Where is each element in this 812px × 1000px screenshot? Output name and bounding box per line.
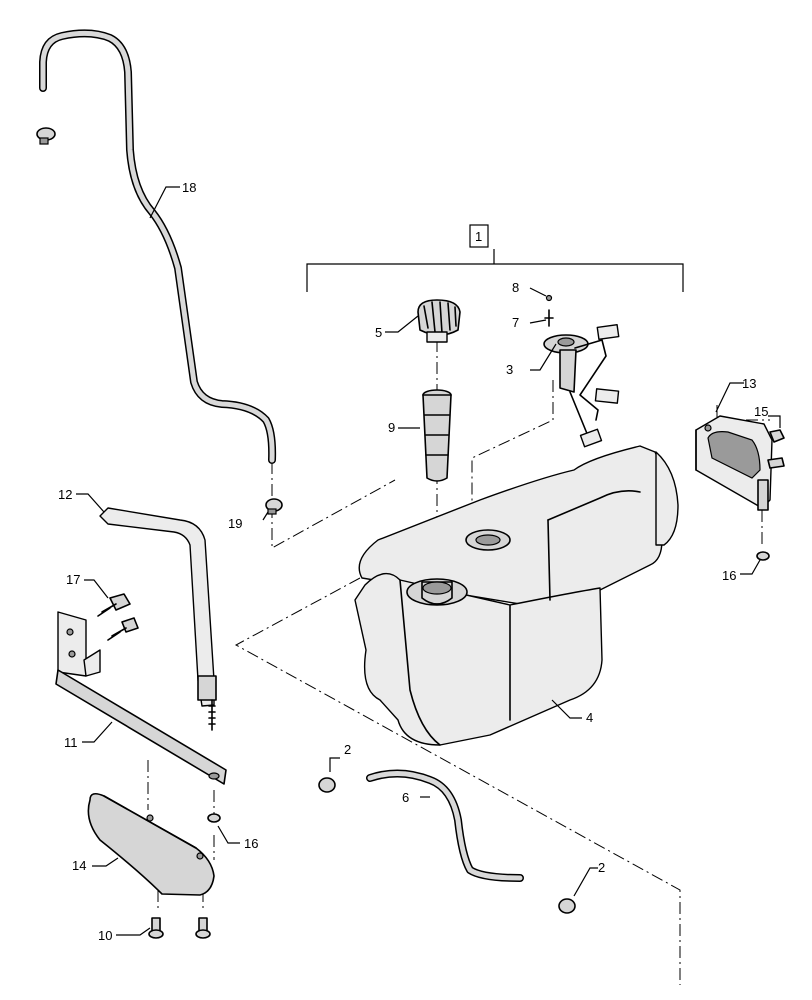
callout-4: 4: [586, 710, 593, 725]
callout-3: 3: [506, 362, 513, 377]
sender-gasket: [544, 309, 554, 327]
callout-8: 8: [512, 280, 519, 295]
filler-strainer: [422, 389, 452, 482]
callout-9: 9: [388, 420, 395, 435]
callout-2-left: 2: [344, 742, 351, 757]
assembly-bracket: [306, 224, 684, 292]
tank-support-pad: [87, 792, 215, 896]
hose-clamp-2-left: [318, 777, 336, 793]
callout-11: 11: [64, 735, 78, 750]
vent-hose: [39, 29, 277, 464]
callout-12: 12: [58, 487, 72, 502]
nut-16-left: [207, 813, 221, 823]
callout-15: 15: [754, 404, 768, 419]
sender-screw: [545, 294, 553, 302]
hose-clamp-2-right: [558, 898, 576, 914]
fuel-sender: [543, 323, 620, 448]
filler-cap: [417, 299, 461, 343]
tank-strap: [99, 507, 217, 731]
callout-16-left: 16: [244, 836, 258, 851]
callout-14: 14: [72, 858, 86, 873]
bracket-bolt-15: [767, 429, 785, 469]
leader-lines: [76, 186, 781, 936]
nut-16-right: [756, 551, 770, 561]
tank-bracket-right: [695, 415, 773, 511]
callout-1: 1: [475, 229, 482, 244]
callout-18: 18: [182, 180, 196, 195]
hose-clamp-19: [265, 498, 283, 515]
fuel-hose: [366, 769, 524, 882]
bolt-17: [97, 593, 139, 641]
callout-10: 10: [98, 928, 112, 943]
callout-5: 5: [375, 325, 382, 340]
callout-6: 6: [402, 790, 409, 805]
hose-clamp-top: [36, 127, 56, 145]
callout-13: 13: [742, 376, 756, 391]
callout-17: 17: [66, 572, 80, 587]
callout-19: 19: [228, 516, 242, 531]
callout-2-right: 2: [598, 860, 605, 875]
bolt-10: [148, 917, 211, 939]
callout-16-right: 16: [722, 568, 736, 583]
callouts: 1 18 19 8 7 5 3 9 13 15 16 4 2 6 2 12 17…: [58, 180, 768, 943]
tank-mount-bracket: [55, 611, 227, 785]
callout-7: 7: [512, 315, 519, 330]
fuel-tank: [354, 445, 679, 746]
